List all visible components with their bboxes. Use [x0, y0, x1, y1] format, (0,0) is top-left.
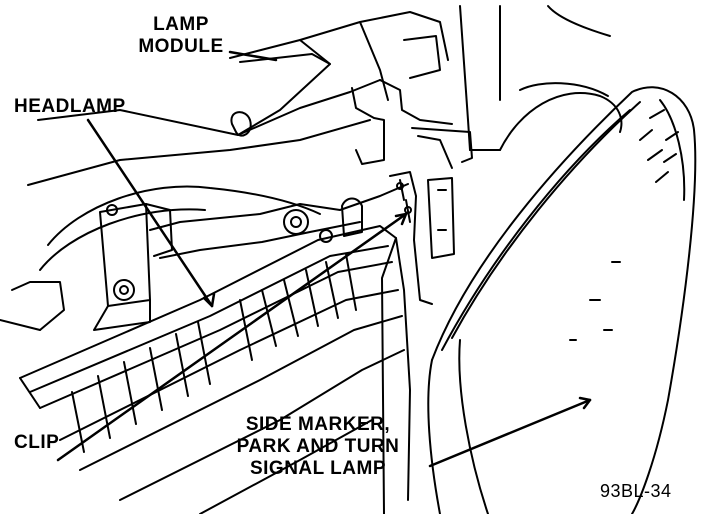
leader-side-marker — [428, 398, 592, 468]
label-side-marker: SIDE MARKER, PARK AND TURN SIGNAL LAMP — [230, 414, 406, 480]
label-lamp-module: LAMP MODULE — [126, 14, 236, 58]
label-side-marker-line3: SIGNAL LAMP — [249, 458, 387, 479]
label-lamp-module-line1: LAMP — [153, 14, 209, 35]
leader-lines — [56, 50, 592, 468]
clip-mount-frame — [389, 135, 455, 305]
label-side-marker-line1: SIDE MARKER, — [245, 414, 391, 435]
label-lamp-module-line2: MODULE — [138, 36, 224, 57]
leader-headlamp — [86, 118, 214, 308]
side-marker-lamp — [427, 5, 697, 514]
label-clip: CLIP — [14, 432, 60, 453]
leader-clip — [56, 212, 408, 462]
headlamp-bracket — [0, 183, 409, 331]
headlamp-lens — [19, 225, 411, 514]
figure-id: 93BL-34 — [600, 481, 672, 501]
leader-lamp-module — [228, 50, 278, 62]
label-side-marker-line2: PARK AND TURN — [236, 436, 400, 457]
lamp-module-housing — [27, 11, 473, 186]
label-headlamp: HEADLAMP — [14, 96, 126, 117]
